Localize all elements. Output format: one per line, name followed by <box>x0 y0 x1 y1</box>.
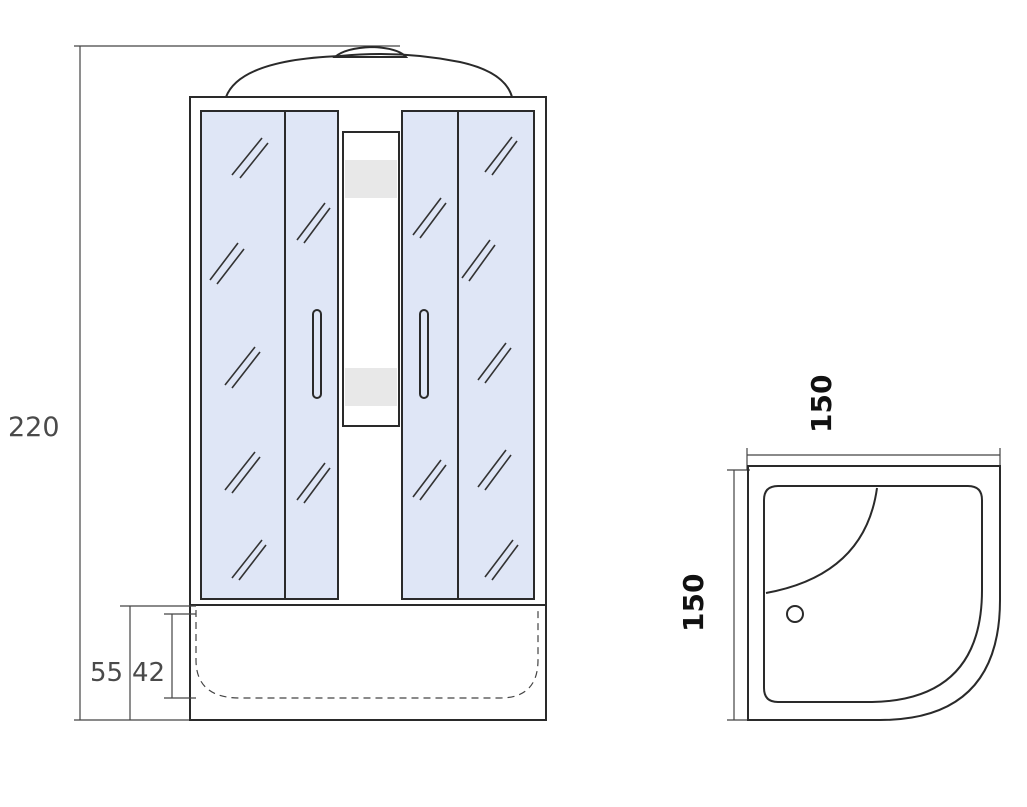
right-sliding-glass <box>401 110 459 600</box>
glass-reflection-marks <box>209 136 519 581</box>
depth-dimension: 150 <box>677 469 750 721</box>
total-height-label: 220 <box>8 412 60 443</box>
inner-basin <box>763 485 983 703</box>
left-sliding-glass <box>284 110 339 600</box>
drain-icon <box>786 605 804 623</box>
right-door-handle <box>419 309 429 399</box>
top-view: 150 150 <box>677 375 1001 721</box>
tray-height-label: 55 <box>90 658 123 688</box>
left-fixed-glass <box>200 110 286 600</box>
left-door-handle <box>312 309 322 399</box>
front-view: 220 <box>8 45 547 721</box>
tray-dimensions: 55 42 <box>90 605 196 720</box>
shower-tray <box>189 604 547 721</box>
back-panel <box>342 131 400 427</box>
base-height-label: 42 <box>132 658 165 688</box>
dome-roof <box>225 45 513 98</box>
tray-outline <box>747 465 1001 721</box>
width-label: 150 <box>805 375 838 433</box>
total-height-dimension: 220 <box>8 45 400 721</box>
depth-label: 150 <box>677 574 710 632</box>
seat-curve <box>765 487 878 594</box>
width-dimension: 150 <box>746 375 1001 470</box>
